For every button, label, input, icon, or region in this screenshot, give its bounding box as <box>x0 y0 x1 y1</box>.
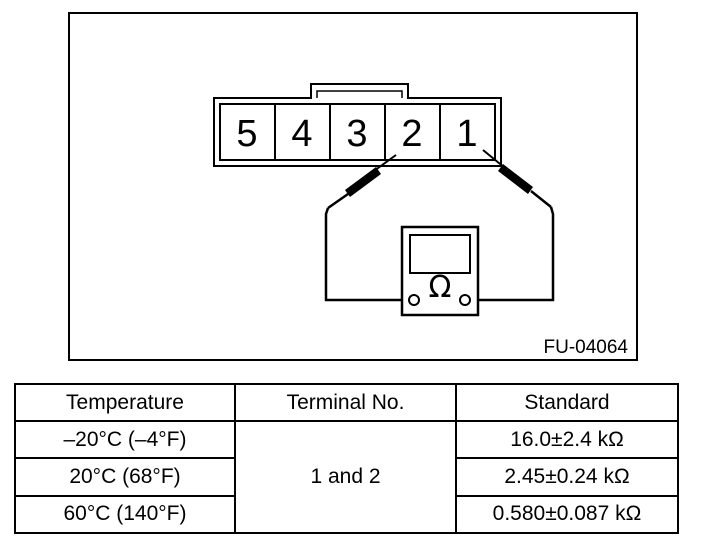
test-probe-icon <box>327 154 397 210</box>
temperature-cell: 20°C (68°F) <box>14 457 236 497</box>
resistance-spec-table: Temperature Terminal No. Standard –20°C … <box>14 383 679 535</box>
figure-drawing: 5 4 3 2 1 Ω FU-04064 <box>68 12 638 361</box>
connector-resistance-figure: 5 4 3 2 1 Ω FU-04064 <box>68 12 638 361</box>
header-terminal: Terminal No. <box>234 383 457 422</box>
temperature-cell: –20°C (–4°F) <box>14 419 236 460</box>
standard-cell: 2.45±0.24 kΩ <box>455 457 679 497</box>
table-row: 60°C (140°F) 0.580±0.087 kΩ <box>14 494 679 535</box>
temperature-cell: 60°C (140°F) <box>14 494 236 535</box>
test-lead <box>324 207 408 302</box>
terminal-cell: 1 and 2 <box>234 420 457 534</box>
figure-code: FU-04064 <box>544 337 629 358</box>
header-temperature: Temperature <box>14 383 236 422</box>
standard-cell: 16.0±2.4 kΩ <box>455 419 679 460</box>
pin-label: 5 <box>236 113 257 155</box>
figure-frame <box>68 12 638 361</box>
test-probe-icon <box>482 149 552 208</box>
ohmmeter-icon: Ω <box>400 225 480 317</box>
table-header-row: Temperature Terminal No. Standard <box>14 383 679 422</box>
table-row: –20°C (–4°F) 1 and 2 16.0±2.4 kΩ <box>14 419 679 534</box>
pin-label: 1 <box>456 113 477 155</box>
standard-cell: 0.580±0.087 kΩ <box>455 494 679 535</box>
test-lead <box>470 206 555 302</box>
connector: 5 4 3 2 1 <box>213 83 502 167</box>
header-standard: Standard <box>455 383 679 422</box>
ohm-symbol: Ω <box>429 270 452 305</box>
pin-label: 3 <box>346 113 367 155</box>
pin-label: 4 <box>291 113 312 155</box>
table-row: 20°C (68°F) 2.45±0.24 kΩ <box>14 457 679 497</box>
pin-label: 2 <box>401 113 422 155</box>
